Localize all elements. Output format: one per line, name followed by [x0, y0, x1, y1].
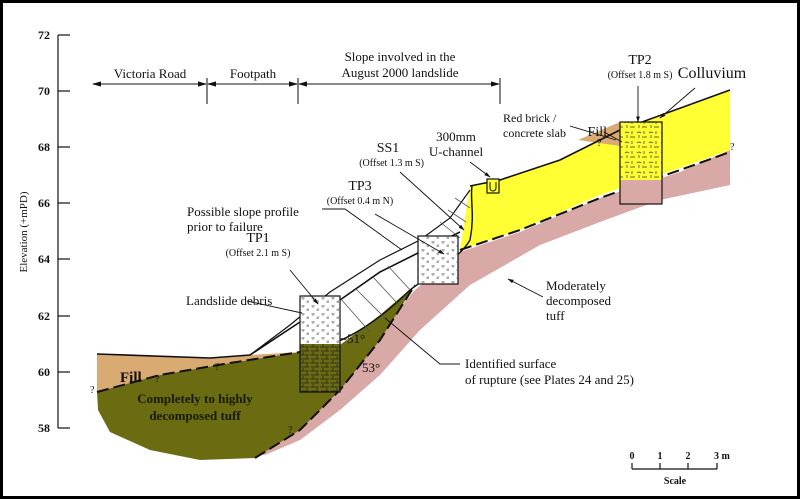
footpath-label: Footpath [230, 66, 277, 81]
mdt-label-line3: tuff [546, 308, 565, 323]
query-mark: ? [215, 362, 220, 373]
mdt-label-line2: decomposed [546, 293, 611, 308]
u-channel-label-line2: U-channel [429, 144, 484, 159]
tp3-name: TP3 [348, 179, 371, 194]
cdt-label-line2: decomposed tuff [149, 408, 241, 423]
scale-bar [631, 463, 718, 470]
scale-tick-label: 2 [686, 451, 691, 462]
landslide-debris-label: Landslide debris [186, 293, 272, 308]
scale-tick-label: 1 [658, 451, 663, 462]
slope-label-line1: Slope involved in the [345, 49, 456, 64]
u-channel-label-line1: 300mm [436, 129, 476, 144]
prior-profile-label-line2: prior to failure [187, 219, 263, 234]
rupture-label-line2: of rupture (see Plates 24 and 25) [465, 372, 634, 387]
query-mark: ? [155, 374, 160, 385]
fill-left-label: Fill [120, 370, 142, 386]
tp3-offset: (Offset 0.4 m N) [327, 196, 393, 207]
mdt-layer [250, 150, 730, 455]
query-mark: ? [90, 385, 95, 396]
red-brick-label-line2: concrete slab [503, 126, 566, 140]
tp2-offset: (Offset 1.8 m S) [608, 70, 673, 81]
fill-top-label: Fill [588, 125, 608, 140]
y-tick-label: 70 [38, 84, 50, 98]
y-tick-label: 66 [38, 196, 50, 210]
dimension-lines [92, 78, 501, 104]
ss1-name: SS1 [377, 141, 400, 156]
ss1-offset: (Offset 1.3 m S) [359, 158, 424, 169]
rupture-label-line1: Identified surface [465, 356, 557, 371]
fill-top-layer [578, 122, 620, 146]
y-tick-label: 64 [38, 252, 50, 266]
tp3-pit [417, 235, 459, 285]
landslide-hatching [339, 197, 471, 333]
tp1-offset: (Offset 2.1 m S) [226, 248, 291, 259]
tp1-pit [299, 295, 341, 393]
victoria-road-label: Victoria Road [114, 66, 187, 81]
u-channel-icon [486, 178, 500, 194]
scale-label: Scale [664, 476, 687, 487]
y-axis: 72 70 68 66 64 62 60 58 Elevation (+mPD) [18, 28, 70, 435]
y-tick-label: 62 [38, 309, 50, 323]
tp2-name: TP2 [628, 53, 651, 68]
query-mark: ? [730, 142, 735, 153]
y-tick-label: 68 [38, 140, 50, 154]
y-ticks [58, 34, 70, 429]
cdt-layer [97, 285, 415, 460]
scale-tick-label: 3 m [714, 451, 731, 462]
cdt-label-line1: Completely to highly [137, 391, 253, 406]
slope-label-line2: August 2000 landslide [342, 65, 459, 80]
y-tick-label: 60 [38, 365, 50, 379]
angle-51-label: ~51° [340, 331, 365, 346]
tp1-name: TP1 [246, 231, 269, 246]
colluvium-label: Colluvium [678, 65, 747, 82]
tp2-pit [619, 121, 663, 205]
y-axis-label: Elevation (+mPD) [18, 191, 30, 272]
prior-slope-profile [249, 189, 471, 356]
angle-53-label: 53° [362, 360, 380, 375]
red-brick-label-line1: Red brick / [503, 111, 557, 125]
fill-left-layer [97, 352, 300, 392]
y-tick-label: 72 [38, 28, 50, 42]
scale-tick-label: 0 [630, 451, 635, 462]
mdt-label-line1: Moderately [546, 278, 606, 293]
y-tick-label: 58 [38, 421, 50, 435]
query-mark: ? [288, 425, 293, 436]
prior-profile-label-line1: Possible slope profile [187, 204, 299, 219]
leader-lines [246, 86, 696, 365]
query-mark: ? [597, 138, 602, 149]
